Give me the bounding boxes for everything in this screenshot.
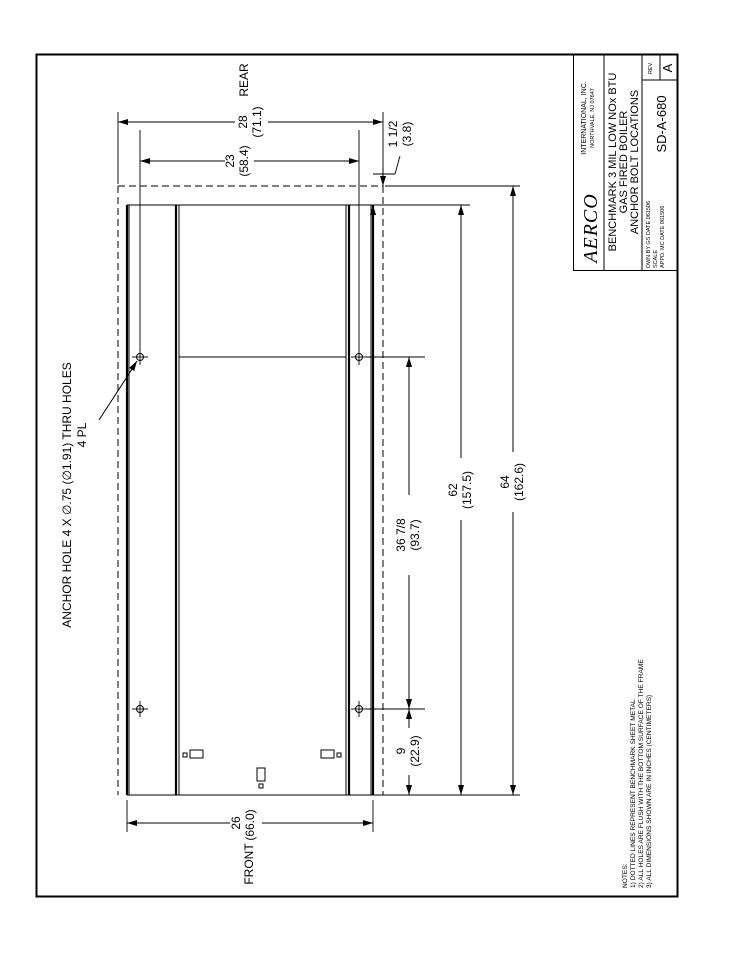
scale-label: SCALE bbox=[653, 250, 659, 268]
anchor-hole bbox=[132, 349, 148, 365]
boiler-frame bbox=[125, 204, 375, 796]
dim-28-in: 28 bbox=[236, 115, 250, 129]
dim-64-in: 64 bbox=[498, 475, 512, 489]
title-block bbox=[573, 54, 678, 271]
anchor-hole bbox=[351, 701, 367, 717]
aerco-logo: AERCO bbox=[580, 193, 602, 264]
dim-28-cm: (71.1) bbox=[250, 106, 264, 137]
anchor-hole bbox=[351, 349, 367, 365]
rev-value: A bbox=[660, 63, 675, 72]
dim-36-cm: (93.7) bbox=[408, 519, 422, 550]
drawn-by: DWN.BY GS DATE 061506 bbox=[646, 201, 652, 268]
drawing-number: SD-A-680 bbox=[654, 95, 669, 152]
approved-by: APPD. MC DATE 061506 bbox=[660, 206, 666, 268]
anchor-callout-line2: 4 PL bbox=[75, 422, 89, 447]
sheet-metal-outline bbox=[117, 185, 384, 795]
dim-64-cm: (162.6) bbox=[512, 463, 526, 501]
dim-9-cm: (22.9) bbox=[408, 735, 422, 766]
dim-9-in: 9 bbox=[394, 747, 408, 754]
anchor-callout-line1: ANCHOR HOLE 4 X ∅.75 (∅1.91) THRU HOLES bbox=[60, 362, 74, 627]
anchor-holes bbox=[132, 349, 367, 717]
note-1: 1) DOTTED LINES REPRESENT BENCHMARK SHEE… bbox=[630, 699, 637, 888]
title-line-1: BENCHMARK 3 MIL LOW NOx BTU bbox=[607, 73, 619, 252]
notes: NOTES: 1) DOTTED LINES REPRESENT BENCHMA… bbox=[622, 659, 653, 888]
notes-heading: NOTES: bbox=[622, 863, 629, 888]
dim-26-in: 26 bbox=[229, 816, 243, 830]
dim-1-1-2-in: 1 1/2 bbox=[386, 120, 400, 147]
dim-23-cm: (58.4) bbox=[237, 145, 251, 176]
dim-62-in: 62 bbox=[446, 483, 460, 497]
note-3: 3) ALL DIMENSIONS SHOWN ARE IN INCHES (C… bbox=[646, 695, 653, 888]
dim-1-1-2-cm: (3.8) bbox=[400, 122, 414, 147]
dimension-1-1-2 bbox=[370, 155, 401, 222]
anchor-hole bbox=[132, 701, 148, 717]
company-name: INTERNATIONAL, INC. bbox=[581, 81, 588, 154]
front-label: FRONT bbox=[242, 843, 256, 885]
dim-26-cm: (66.0) bbox=[243, 809, 257, 840]
company-location: NORTHVALE, NJ 07647 bbox=[590, 88, 596, 148]
rear-label: REAR bbox=[237, 63, 251, 97]
note-2: 2) ALL HOLES ARE FLUSH WITH THE BOTTOM S… bbox=[638, 659, 645, 888]
rev-label: REV. bbox=[648, 61, 654, 74]
dim-36-in: 36 7/8 bbox=[394, 518, 408, 552]
hole-extension-lines bbox=[139, 130, 425, 710]
sheet-border bbox=[35, 53, 679, 898]
dim-62-cm: (157.5) bbox=[460, 471, 474, 509]
title-line-3: ANCHOR BOLT LOCATIONS bbox=[629, 90, 641, 234]
title-line-2: GAS FIRED BOILER bbox=[618, 111, 630, 214]
anchor-callout-leader bbox=[98, 360, 138, 421]
dim-23-in: 23 bbox=[223, 154, 237, 168]
